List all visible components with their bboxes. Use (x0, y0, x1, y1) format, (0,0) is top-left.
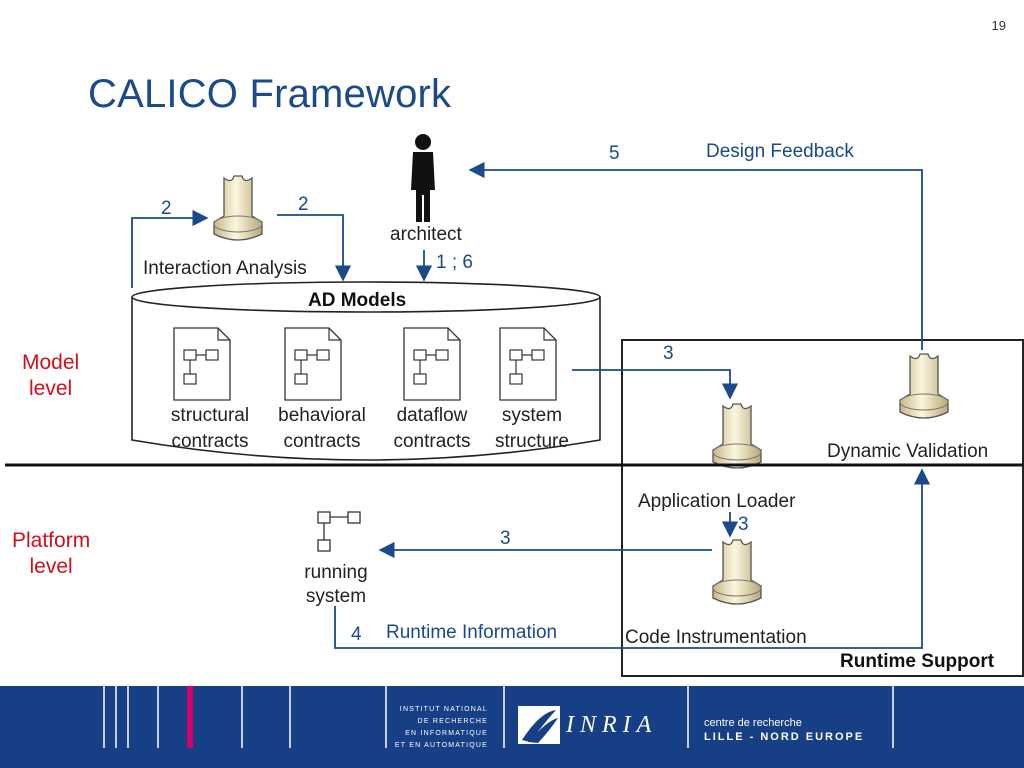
interaction-analysis-tool-icon (213, 175, 263, 241)
ia-out-number: 2 (298, 194, 309, 215)
structural-contracts-label: structural contracts (162, 403, 258, 455)
behavioral-line1: behavioral (278, 405, 366, 426)
dataflow-doc-icon (403, 327, 461, 401)
system-structure-line1: system (501, 405, 563, 426)
application-loader-tool-icon (712, 403, 762, 469)
structural-line1: structural (170, 405, 250, 426)
institute-line2: DE RECHERCHE (417, 718, 488, 725)
institute-line4: ET EN AUTOMATIQUE (394, 742, 488, 749)
architect-label: architect (390, 224, 462, 245)
slide-title: CALICO Framework (88, 72, 452, 116)
runtime-support-label: Runtime Support (840, 651, 995, 672)
structural-line2: contracts (171, 431, 249, 452)
architect-figure (411, 134, 435, 222)
inria-logo-text: INRIA (566, 712, 658, 738)
inria-emblem (518, 706, 560, 744)
model-level-label: Model level (22, 350, 79, 402)
institute-text: INSTITUT NATIONAL DE RECHERCHE EN INFORM… (390, 704, 488, 752)
structural-doc-icon (173, 327, 231, 401)
ad-models-label: AD Models (308, 290, 407, 311)
runtime-info-label: Runtime Information (386, 622, 558, 643)
institute-line1: INSTITUT NATIONAL (399, 706, 488, 713)
behavioral-contracts-label: behavioral contracts (268, 403, 376, 455)
footer-decorations (103, 686, 894, 748)
system-structure-doc-icon (499, 327, 557, 401)
dynamic-validation-label: Dynamic Validation (827, 441, 989, 462)
code-instrumentation-tool-icon (712, 539, 762, 605)
model-level-line1: Model (22, 351, 80, 374)
platform-level-line1: Platform (12, 529, 91, 552)
runtime-info-number: 4 (351, 624, 362, 645)
running-system-line1: running (304, 562, 368, 583)
interaction-analysis-label: Interaction Analysis (143, 258, 307, 279)
design-feedback-number: 5 (609, 143, 620, 164)
page-number: 19 (991, 18, 1006, 33)
running-system-line2: system (305, 586, 367, 607)
to-running-number: 3 (500, 528, 511, 549)
running-system-label: running system (296, 561, 376, 609)
dataflow-contracts-label: dataflow contracts (384, 403, 480, 455)
diagram-arrows (131, 161, 931, 649)
institute-line3: EN INFORMATIQUE (405, 730, 488, 737)
behavioral-doc-icon (284, 327, 342, 401)
dataflow-line2: contracts (393, 431, 471, 452)
ia-in-number: 2 (161, 198, 172, 219)
design-feedback-label: Design Feedback (706, 141, 854, 162)
dynamic-validation-tool-icon (899, 353, 949, 419)
centre-line1: centre de recherche (704, 717, 802, 729)
to-loader-number: 3 (663, 343, 674, 364)
application-loader-label: Application Loader (638, 491, 796, 512)
ad-models-cylinder (131, 281, 601, 461)
behavioral-line2: contracts (283, 431, 361, 452)
dataflow-line1: dataflow (396, 405, 468, 426)
platform-level-line2: level (29, 555, 73, 578)
loader-to-instr-number: 3 (738, 514, 749, 535)
centre-line2: LILLE - NORD EUROPE (704, 731, 865, 743)
model-level-line2: level (29, 377, 73, 400)
running-system-icon (317, 511, 361, 552)
code-instrumentation-label: Code Instrumentation (625, 627, 807, 648)
accent-bar (187, 686, 193, 748)
runtime-support-box (621, 339, 1024, 677)
system-structure-line2: structure (495, 431, 569, 452)
architect-edge-number: 1 ; 6 (436, 252, 473, 273)
centre-text: centre de recherche LILLE - NORD EUROPE (704, 716, 864, 744)
platform-level-label: Platform level (12, 528, 90, 580)
system-structure-label: system structure (486, 403, 578, 455)
footer-bar: INSTITUT NATIONAL DE RECHERCHE EN INFORM… (0, 686, 1024, 768)
